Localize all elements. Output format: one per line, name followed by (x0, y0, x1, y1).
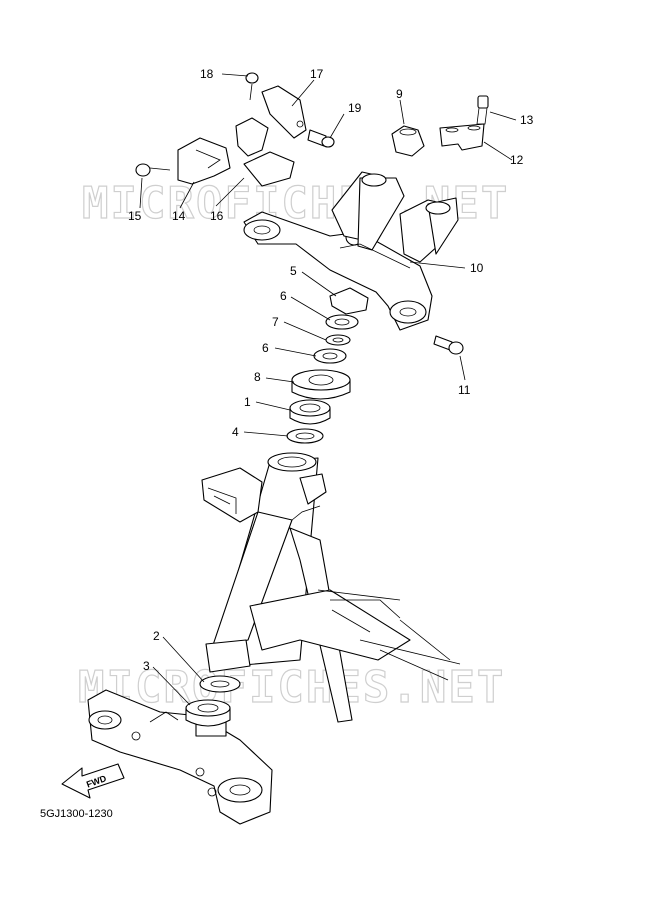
callout-9: 9 (396, 87, 403, 101)
callout-10: 10 (470, 261, 484, 275)
callout-17: 17 (310, 67, 324, 81)
stem-hardware (185, 287, 369, 727)
fwd-arrow-icon: FWD (61, 763, 125, 799)
frame (201, 452, 461, 723)
callout-1: 1 (244, 395, 251, 409)
callout-2: 2 (153, 629, 160, 643)
watermark-bottom: MICROFICHES.NET (78, 662, 505, 713)
callout-6-lower: 6 (262, 341, 269, 355)
callout-6-upper: 6 (280, 289, 287, 303)
callout-8: 8 (254, 370, 261, 384)
callout-18: 18 (200, 67, 214, 81)
callout-3: 3 (143, 659, 150, 673)
bolt-11 (433, 335, 464, 355)
callout-16: 16 (210, 209, 224, 223)
callout-labels: 1 2 3 4 5 6 6 7 8 9 10 11 12 13 14 15 16… (128, 67, 534, 673)
callout-19: 19 (348, 101, 362, 115)
reference-code: 5GJ1300-1230 (40, 808, 113, 820)
callout-12: 12 (510, 153, 524, 167)
callout-13: 13 (520, 113, 534, 127)
callout-7: 7 (272, 315, 279, 329)
handlebar-holders (391, 95, 489, 157)
leader-lines (139, 73, 517, 706)
cable-brackets (135, 72, 335, 187)
callout-15: 15 (128, 209, 142, 223)
callout-14: 14 (172, 209, 186, 223)
callout-5: 5 (290, 264, 297, 278)
upper-bracket (243, 171, 459, 331)
callout-4: 4 (232, 425, 239, 439)
callout-11: 11 (458, 383, 471, 397)
